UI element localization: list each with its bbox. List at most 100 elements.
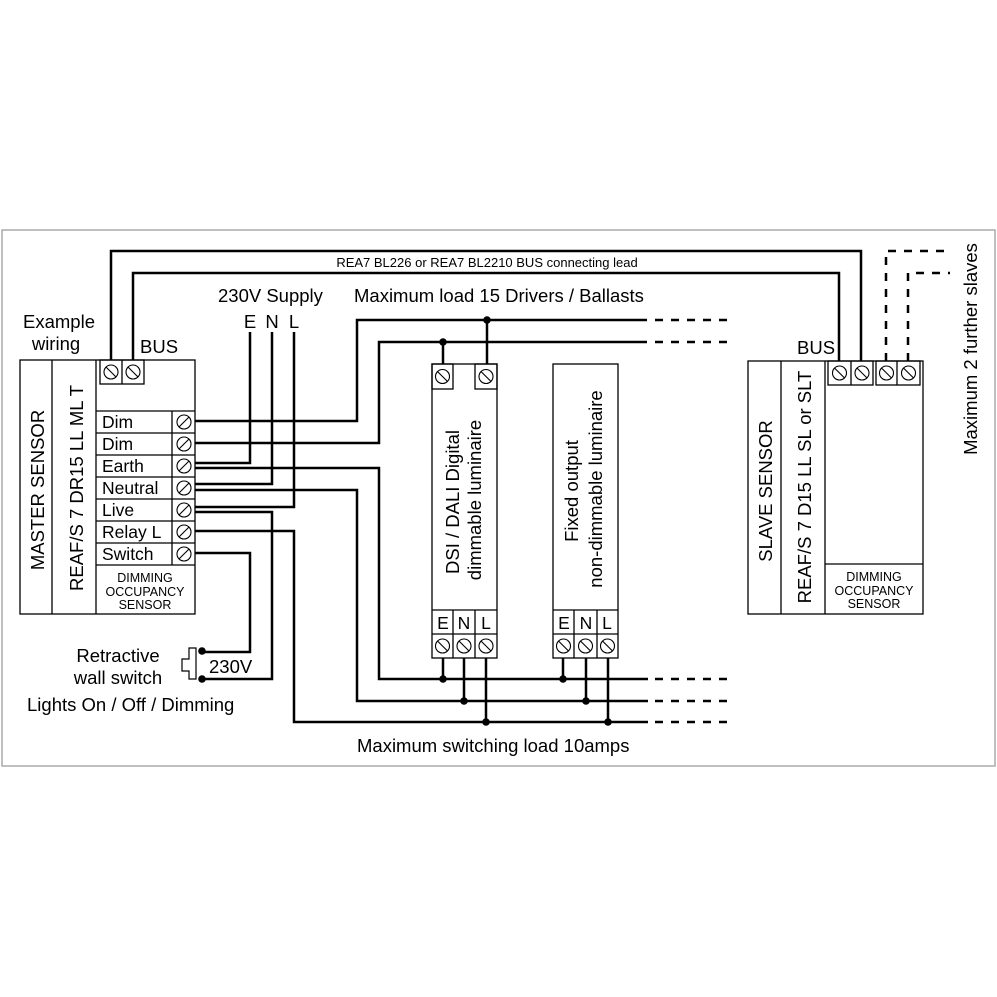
screw-terminal-icon	[478, 638, 494, 654]
wire-further-slave-1	[884, 249, 950, 361]
wire-bus-1	[109, 249, 863, 361]
screw-terminal-icon	[103, 364, 119, 380]
retractive-wall-switch: 230V Retractive wall switch Lights On / …	[27, 645, 253, 715]
terminal-label-dim-2: Dim	[102, 434, 133, 454]
slave-further-bus-terminal-block	[875, 360, 921, 386]
luminaire-1-line-2: dimmable luminaire	[464, 420, 485, 580]
screw-slot	[178, 504, 190, 516]
dim-terminal-box	[431, 363, 454, 390]
screw-slot	[580, 640, 591, 652]
terminal-label-neutral: Neutral	[102, 478, 158, 498]
luminaire-1-terminal-e: E	[437, 613, 449, 633]
slave-footer-line-1: DIMMING	[846, 570, 902, 584]
luminaire-2-terminal-n: N	[580, 613, 593, 633]
dim-terminal-box	[474, 363, 498, 390]
luminaire-1-line-1: DSI / DALI Digital	[442, 430, 463, 574]
junction-dot	[439, 675, 447, 683]
supply-label: 230V Supply	[218, 285, 324, 306]
screw-slot	[178, 416, 190, 428]
junction-dots	[439, 316, 612, 726]
slave-sensor-title: SLAVE SENSOR	[755, 420, 776, 562]
master-footer-line-1: DIMMING	[117, 571, 173, 585]
terminal-label-live: Live	[102, 500, 134, 520]
master-terminal-rows	[96, 410, 195, 566]
screw-terminal-icon	[831, 365, 848, 381]
screw-terminal-icon	[599, 638, 616, 654]
screw-slot	[834, 367, 845, 379]
luminaire-2-terminal-l: L	[602, 613, 612, 633]
slave-sensor: SLAVE SENSOR REAF/S 7 D15 LL SL or SLT D…	[747, 360, 924, 615]
screw-terminal-icon	[434, 368, 451, 385]
luminaire-1-terminal-n: N	[458, 613, 471, 633]
luminaire-fixed-output: Fixed output non-dimmable luminaire E N …	[552, 363, 619, 659]
screw-slot	[178, 482, 190, 494]
luminaire-2-terminal-e: E	[558, 613, 570, 633]
slave-footer-line-3: SENSOR	[848, 597, 901, 611]
wire-load-neutral	[195, 488, 648, 703]
screw-terminal-icon	[176, 480, 192, 496]
switch-label-line-1: Retractive	[76, 645, 159, 666]
screw-terminal-icon	[176, 502, 192, 518]
wire-switch-live	[195, 510, 274, 681]
luminaire-body	[552, 363, 619, 659]
switch-label-line-2: wall switch	[73, 667, 162, 688]
screw-terminal-icon	[577, 638, 594, 654]
terminal-label-relay-l: Relay L	[102, 522, 162, 542]
wire-switch-return	[195, 551, 252, 654]
screw-slot	[856, 367, 868, 379]
supply-terminal-l: L	[289, 311, 299, 332]
terminal-label-dim-1: Dim	[102, 412, 133, 432]
further-slaves-label: Maximum 2 further slaves	[960, 243, 981, 455]
switch-contact-dot	[198, 647, 206, 655]
screw-terminal-icon	[434, 638, 451, 654]
screw-slot	[602, 640, 613, 652]
wire-further-slave-2	[906, 271, 950, 361]
screw-terminal-icon	[176, 524, 192, 540]
screw-terminal-icon	[125, 364, 141, 380]
retractive-switch-icon	[181, 647, 197, 680]
screw-slot	[178, 438, 190, 450]
wire-load-earth	[195, 466, 648, 681]
wire-supply-neutral	[195, 332, 274, 486]
screw-terminals	[103, 364, 917, 654]
screw-slot	[437, 371, 448, 382]
luminaire-body	[431, 363, 498, 659]
screw-terminal-icon	[176, 436, 192, 452]
switch-contact-dot	[198, 675, 206, 683]
screw-slot	[127, 366, 139, 378]
screw-slot	[105, 366, 117, 378]
screw-slot	[178, 460, 190, 472]
luminaire-dimmable: DSI / DALI Digital dimmable luminaire E …	[431, 363, 498, 659]
diagram-frame	[1, 229, 996, 767]
wire-bus-2	[131, 271, 841, 361]
screw-terminal-icon	[555, 638, 572, 654]
master-sensor-title: MASTER SENSOR	[27, 410, 48, 570]
screw-terminal-icon	[478, 368, 494, 385]
screw-slot	[178, 526, 190, 538]
slave-bus-label: BUS	[797, 337, 835, 358]
wire-supply-earth	[195, 332, 252, 465]
max-switching-label: Maximum switching load 10amps	[357, 735, 629, 756]
luminaire-2-line-1: Fixed output	[561, 440, 582, 542]
screw-slot	[480, 371, 492, 382]
screw-slot	[558, 640, 569, 652]
wire-dim-1	[195, 318, 647, 423]
slave-sensor-model: REAF/S 7 D15 LL SL or SLT	[794, 371, 815, 604]
switch-voltage-label: 230V	[209, 656, 253, 677]
wires	[109, 249, 950, 724]
master-footer-line-3: SENSOR	[119, 598, 172, 612]
junction-dot	[439, 338, 447, 346]
bus-lead-label: REA7 BL226 or REA7 BL2210 BUS connecting…	[336, 255, 637, 270]
junction-dot	[604, 718, 612, 726]
wire-dim-2	[195, 340, 647, 445]
supply-terminal-n: N	[265, 311, 278, 332]
screw-slot	[437, 640, 448, 652]
screw-terminal-icon	[900, 365, 917, 381]
master-bus-label: BUS	[140, 336, 178, 357]
junction-dot	[483, 316, 491, 324]
screw-slot	[480, 640, 492, 652]
max-load-label: Maximum load 15 Drivers / Ballasts	[354, 285, 644, 306]
example-wiring-line-2: wiring	[31, 333, 80, 354]
junction-dot	[482, 718, 490, 726]
